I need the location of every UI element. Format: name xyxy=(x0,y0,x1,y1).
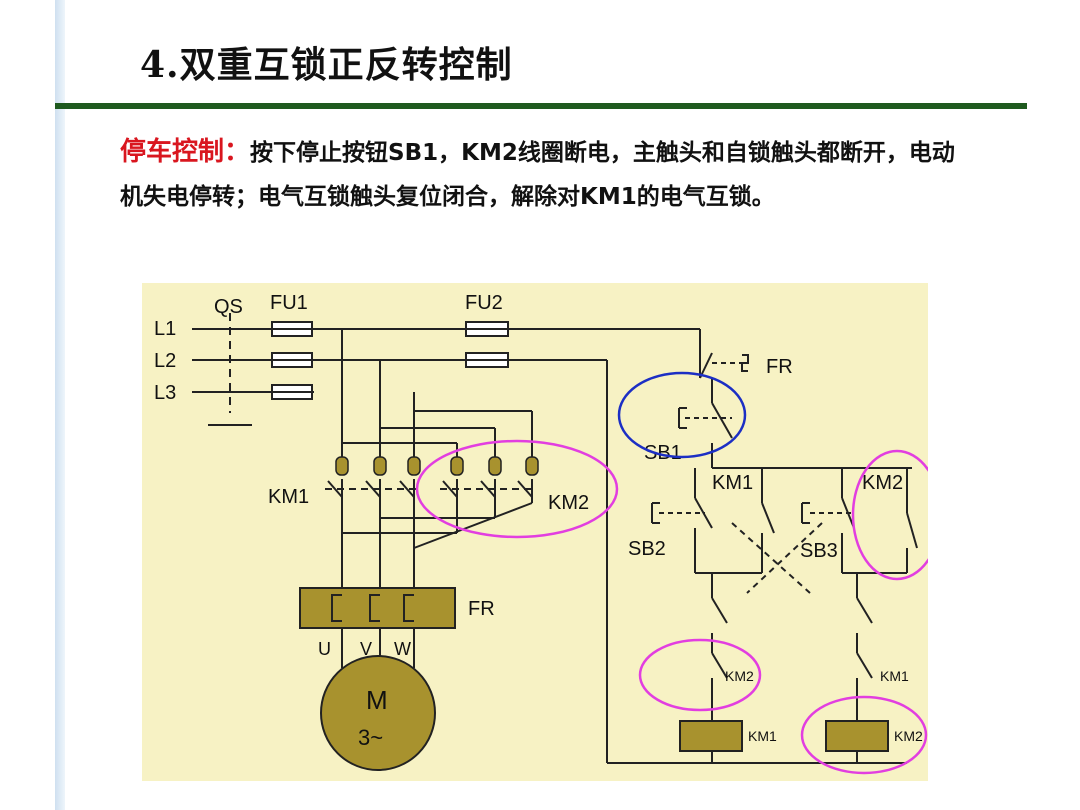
contact-terminals xyxy=(335,456,539,476)
motor-label-phase: 3~ xyxy=(358,725,383,750)
label-w: W xyxy=(394,639,411,659)
label-fu1: FU1 xyxy=(270,292,308,314)
label-sb3: SB3 xyxy=(800,540,838,562)
fuse-fu2-group xyxy=(465,321,509,368)
label-v: V xyxy=(360,639,372,659)
thermal-relay-main xyxy=(299,587,456,629)
label-fr-main: FR xyxy=(468,598,495,620)
highlight-km2-main xyxy=(415,439,619,539)
label-sb2: SB2 xyxy=(628,538,666,560)
fuse-fu1-group xyxy=(271,321,313,400)
label-l3: L3 xyxy=(154,382,176,404)
km1-coil xyxy=(679,720,743,752)
label-km1-coil: KM1 xyxy=(748,728,777,744)
label-km2-interlock: KM2 xyxy=(725,668,754,684)
lead-phrase: 停车控制： xyxy=(120,137,251,167)
label-sb1: SB1 xyxy=(644,442,682,464)
left-accent-bar xyxy=(55,0,65,810)
highlight-km2-interlock xyxy=(638,638,762,712)
label-l1: L1 xyxy=(154,318,176,340)
highlight-km2-aux xyxy=(851,449,928,581)
motor xyxy=(320,655,436,771)
label-km2-coil: KM2 xyxy=(894,728,923,744)
label-km2-aux: KM2 xyxy=(862,472,903,494)
label-km1-interlock: KM1 xyxy=(880,668,909,684)
body-paragraph: 停车控制：按下停止按钮SB1，KM2线圈断电，主触头和自锁触头都断开，电动机失电… xyxy=(120,130,960,219)
label-qs: QS xyxy=(214,296,243,318)
label-u: U xyxy=(318,639,331,659)
motor-label-m: M xyxy=(366,685,388,715)
label-km2-main: KM2 xyxy=(548,492,589,514)
paragraph-text: 按下停止按钮SB1，KM2线圈断电，主触头和自锁触头都断开，电动机失电停转；电气… xyxy=(120,140,955,210)
highlight-km2-coil xyxy=(800,695,928,775)
label-fr-control: FR xyxy=(766,356,793,378)
title-underline xyxy=(55,103,1027,109)
label-l2: L2 xyxy=(154,350,176,372)
label-fu2: FU2 xyxy=(465,292,503,314)
diagram-background xyxy=(142,283,928,781)
highlight-sb1 xyxy=(617,371,747,459)
control-circuit xyxy=(651,352,918,763)
circuit-diagram: L1 L2 L3 QS FU1 FU2 FR SB1 KM1 KM2 KM1 K… xyxy=(142,283,928,781)
km2-coil xyxy=(825,720,889,752)
label-km1-main: KM1 xyxy=(268,486,309,508)
slide-title: 4.双重互锁正反转控制 xyxy=(140,44,513,86)
label-km1-aux: KM1 xyxy=(712,472,753,494)
